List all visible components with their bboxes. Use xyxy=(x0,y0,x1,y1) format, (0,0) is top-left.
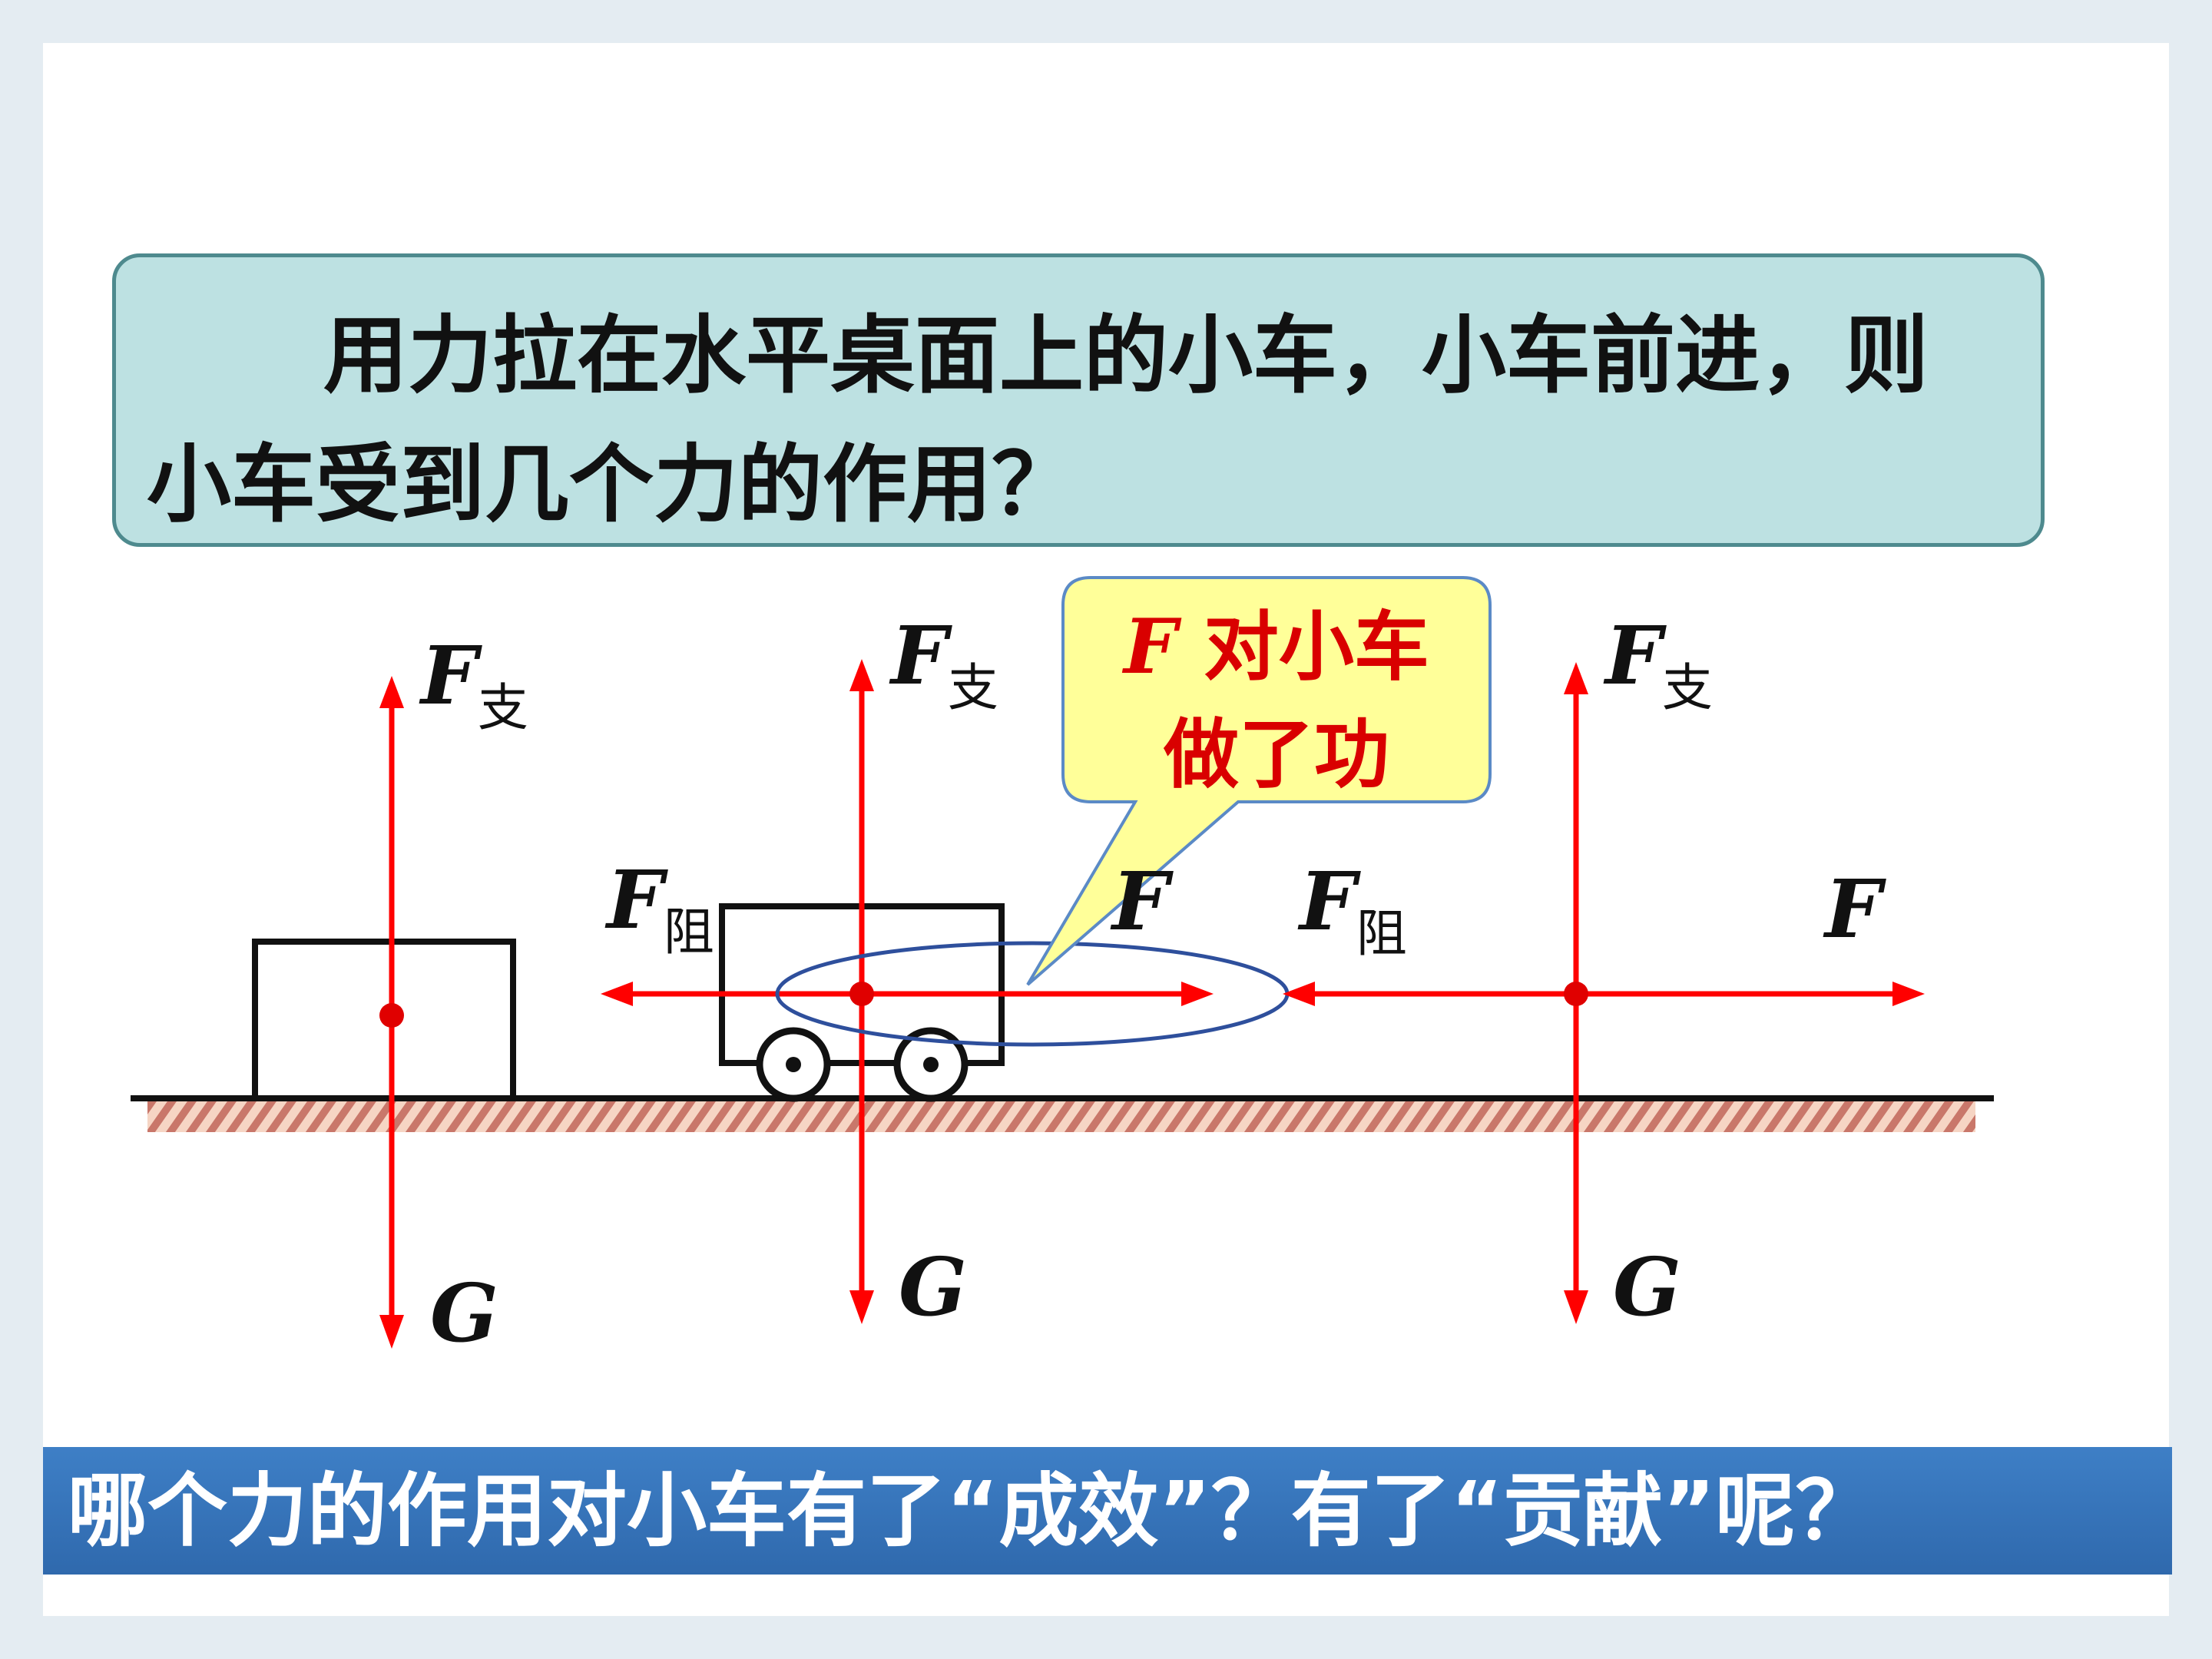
pull-arrowhead-3 xyxy=(1892,982,1925,1006)
support-arrowhead-1 xyxy=(379,676,404,708)
support-label-1: F支 xyxy=(419,628,528,737)
support-symbol-2: F xyxy=(889,608,952,703)
resistance-symbol-3: F xyxy=(1297,854,1361,949)
support-symbol-1: F xyxy=(419,628,482,723)
callout-bubble xyxy=(1026,576,1492,986)
resistance-arrowhead-3 xyxy=(1283,982,1315,1006)
support-sub-3: 支 xyxy=(1662,658,1713,717)
ground-hatch xyxy=(147,1101,1975,1132)
resistance-sub-2: 阻 xyxy=(664,902,714,962)
support-arrowhead-3 xyxy=(1564,662,1588,694)
callout: F 对小车 做了功 xyxy=(1026,576,1492,986)
support-arrowhead-2 xyxy=(849,659,874,691)
center-dot-2 xyxy=(849,982,874,1006)
resistance-symbol-2: F xyxy=(604,853,668,947)
cart-axle-right xyxy=(923,1057,939,1072)
forces-3 xyxy=(1283,662,1925,1324)
resistance-sub-3: 阻 xyxy=(1356,904,1407,963)
gravity-label-1: G xyxy=(430,1266,498,1360)
forces-block xyxy=(379,676,404,1349)
support-label-3: F支 xyxy=(1603,608,1713,717)
pull-arrowhead-2 xyxy=(1181,982,1214,1006)
cart-axle-left xyxy=(786,1057,801,1072)
pull-label-2: F xyxy=(1110,854,1174,949)
support-label-2: F支 xyxy=(889,608,998,717)
pull-label-3: F xyxy=(1823,862,1886,956)
gravity-arrowhead-1 xyxy=(379,1315,404,1349)
gravity-label-2: G xyxy=(899,1240,967,1334)
support-sub-2: 支 xyxy=(948,658,998,717)
callout-line-1-text: 对小车 xyxy=(1177,604,1429,691)
gravity-label-3: G xyxy=(1613,1240,1681,1334)
forces-cart xyxy=(601,659,1214,1324)
support-symbol-3: F xyxy=(1603,608,1667,703)
callout-line-1: F 对小车 xyxy=(1121,603,1429,691)
callout-line-2: 做了功 xyxy=(1163,711,1389,799)
question-line-1: 用力拉在水平桌面上的小车，小车前进，则 xyxy=(323,306,1929,405)
support-sub-1: 支 xyxy=(478,678,528,737)
callout-symbol: F xyxy=(1121,603,1182,691)
bottom-question-banner: 哪个力的作用对小车有了“成效”？有了“贡献”呢？ xyxy=(43,1447,2172,1575)
center-dot-3 xyxy=(1564,982,1588,1006)
question-box: 用力拉在水平桌面上的小车，小车前进，则 小车受到几个力的作用？ xyxy=(112,253,2045,547)
question-line-2: 小车受到几个力的作用？ xyxy=(147,435,1076,534)
block xyxy=(252,939,516,1101)
resistance-label-2: F阻 xyxy=(604,853,714,962)
resistance-arrowhead-2 xyxy=(601,982,633,1006)
resistance-label-3: F阻 xyxy=(1297,854,1407,963)
gravity-arrowhead-3 xyxy=(1564,1290,1588,1324)
gravity-arrowhead-2 xyxy=(849,1290,874,1324)
center-dot-1 xyxy=(379,1003,404,1028)
